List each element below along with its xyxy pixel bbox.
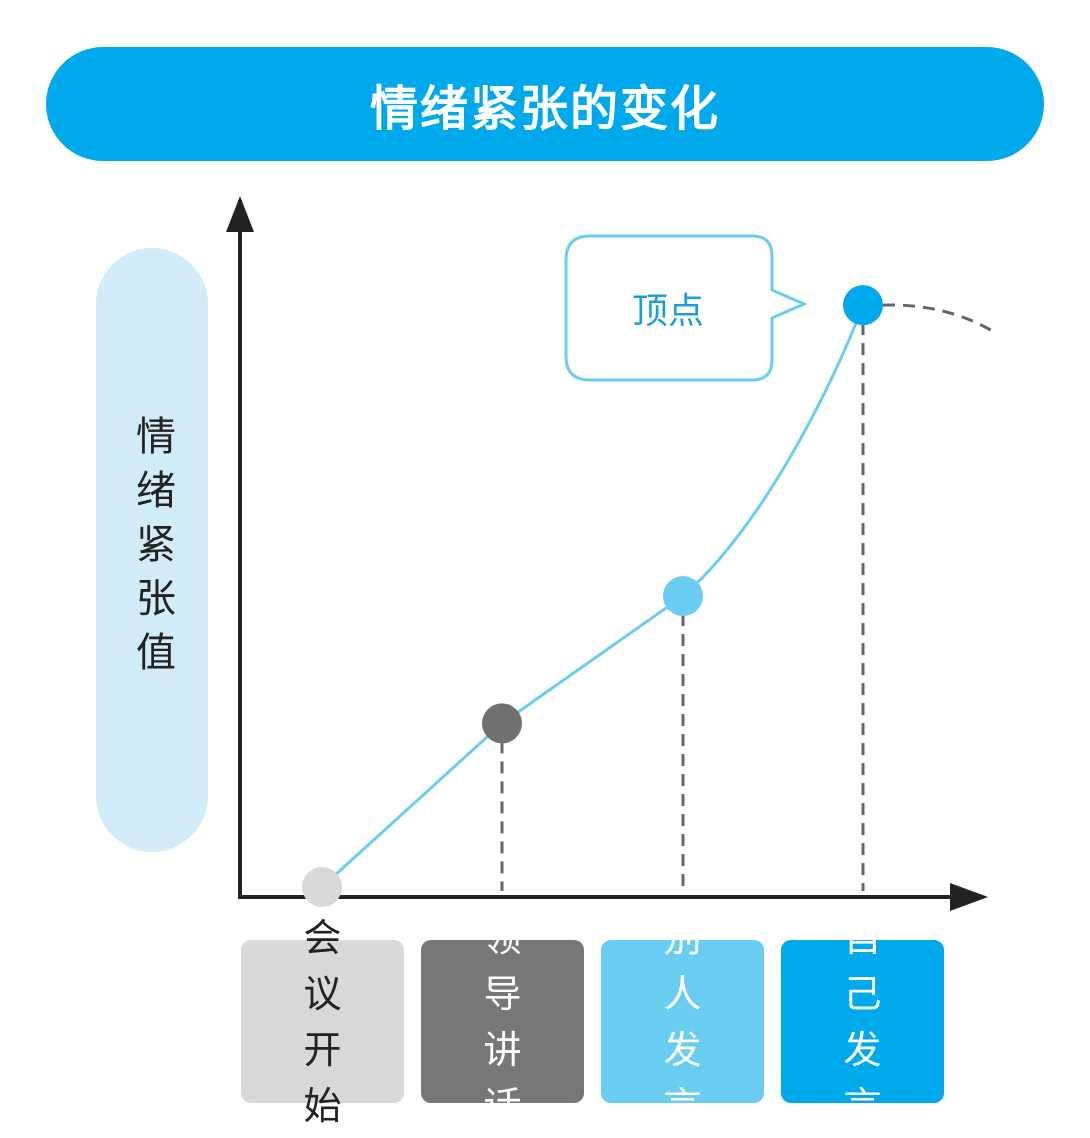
data-point-4	[843, 285, 883, 326]
series-line	[320, 304, 865, 889]
category-box-4: 自己发言	[781, 916, 944, 1128]
category-box-3: 别人发言	[601, 916, 764, 1128]
y-axis-label-pill: 情绪紧张值	[96, 248, 208, 852]
series-continuation	[882, 303, 992, 332]
category-label: 别人发言	[663, 915, 706, 1128]
category-label: 领导讲话	[483, 915, 526, 1128]
category-box-2: 领导讲话	[421, 916, 584, 1128]
data-point-2	[482, 703, 522, 744]
x-axis-arrow	[950, 883, 988, 911]
y-axis-label: 情绪紧张值	[129, 415, 175, 685]
category-box-1: 会议开始	[241, 916, 404, 1128]
annotation-label: 顶点	[632, 291, 704, 332]
y-axis-arrow	[226, 196, 254, 232]
data-point-3	[663, 576, 703, 617]
category-label: 自己发言	[843, 915, 886, 1128]
annotation-callout	[564, 234, 808, 382]
data-point-1	[302, 867, 342, 907]
chart-title: 情绪紧张的变化	[46, 47, 1044, 161]
category-label: 会议开始	[303, 915, 346, 1128]
